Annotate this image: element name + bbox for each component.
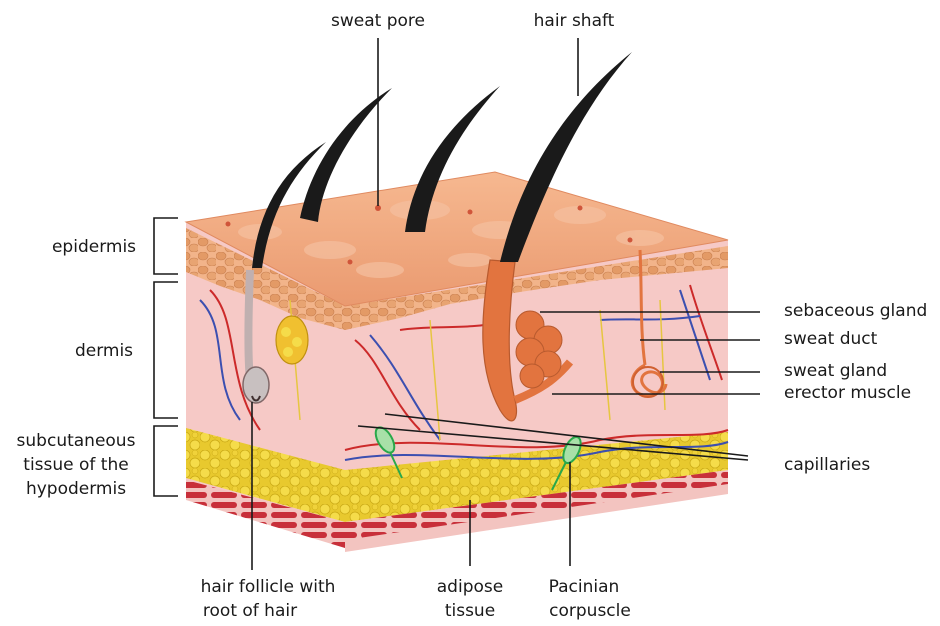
label-pacinian-1: Pacinian	[549, 577, 620, 597]
label-dermis: dermis	[75, 341, 133, 361]
label-capillaries: capillaries	[784, 455, 870, 475]
label-adipose-2: tissue	[445, 601, 495, 621]
label-epidermis: epidermis	[52, 237, 136, 257]
layer-brackets	[154, 218, 178, 496]
left-gland	[276, 316, 308, 364]
label-erector-muscle: erector muscle	[784, 383, 911, 403]
label-subcutaneous-3: hypodermis	[26, 479, 126, 499]
label-sweat-pore: sweat pore	[331, 11, 425, 31]
label-subcutaneous-2: tissue of the	[23, 455, 128, 475]
label-sweat-duct: sweat duct	[784, 329, 878, 349]
label-subcutaneous-1: subcutaneous	[17, 431, 136, 451]
label-hair-shaft: hair shaft	[534, 11, 615, 31]
label-adipose-1: adipose	[437, 577, 503, 597]
label-pacinian-2: corpuscle	[549, 601, 631, 621]
label-sweat-gland: sweat gland	[784, 361, 887, 381]
label-sebaceous-gland: sebaceous gland	[784, 301, 927, 321]
label-hair-follicle-1: hair follicle with	[201, 577, 336, 597]
label-hair-follicle-2: root of hair	[203, 601, 297, 621]
